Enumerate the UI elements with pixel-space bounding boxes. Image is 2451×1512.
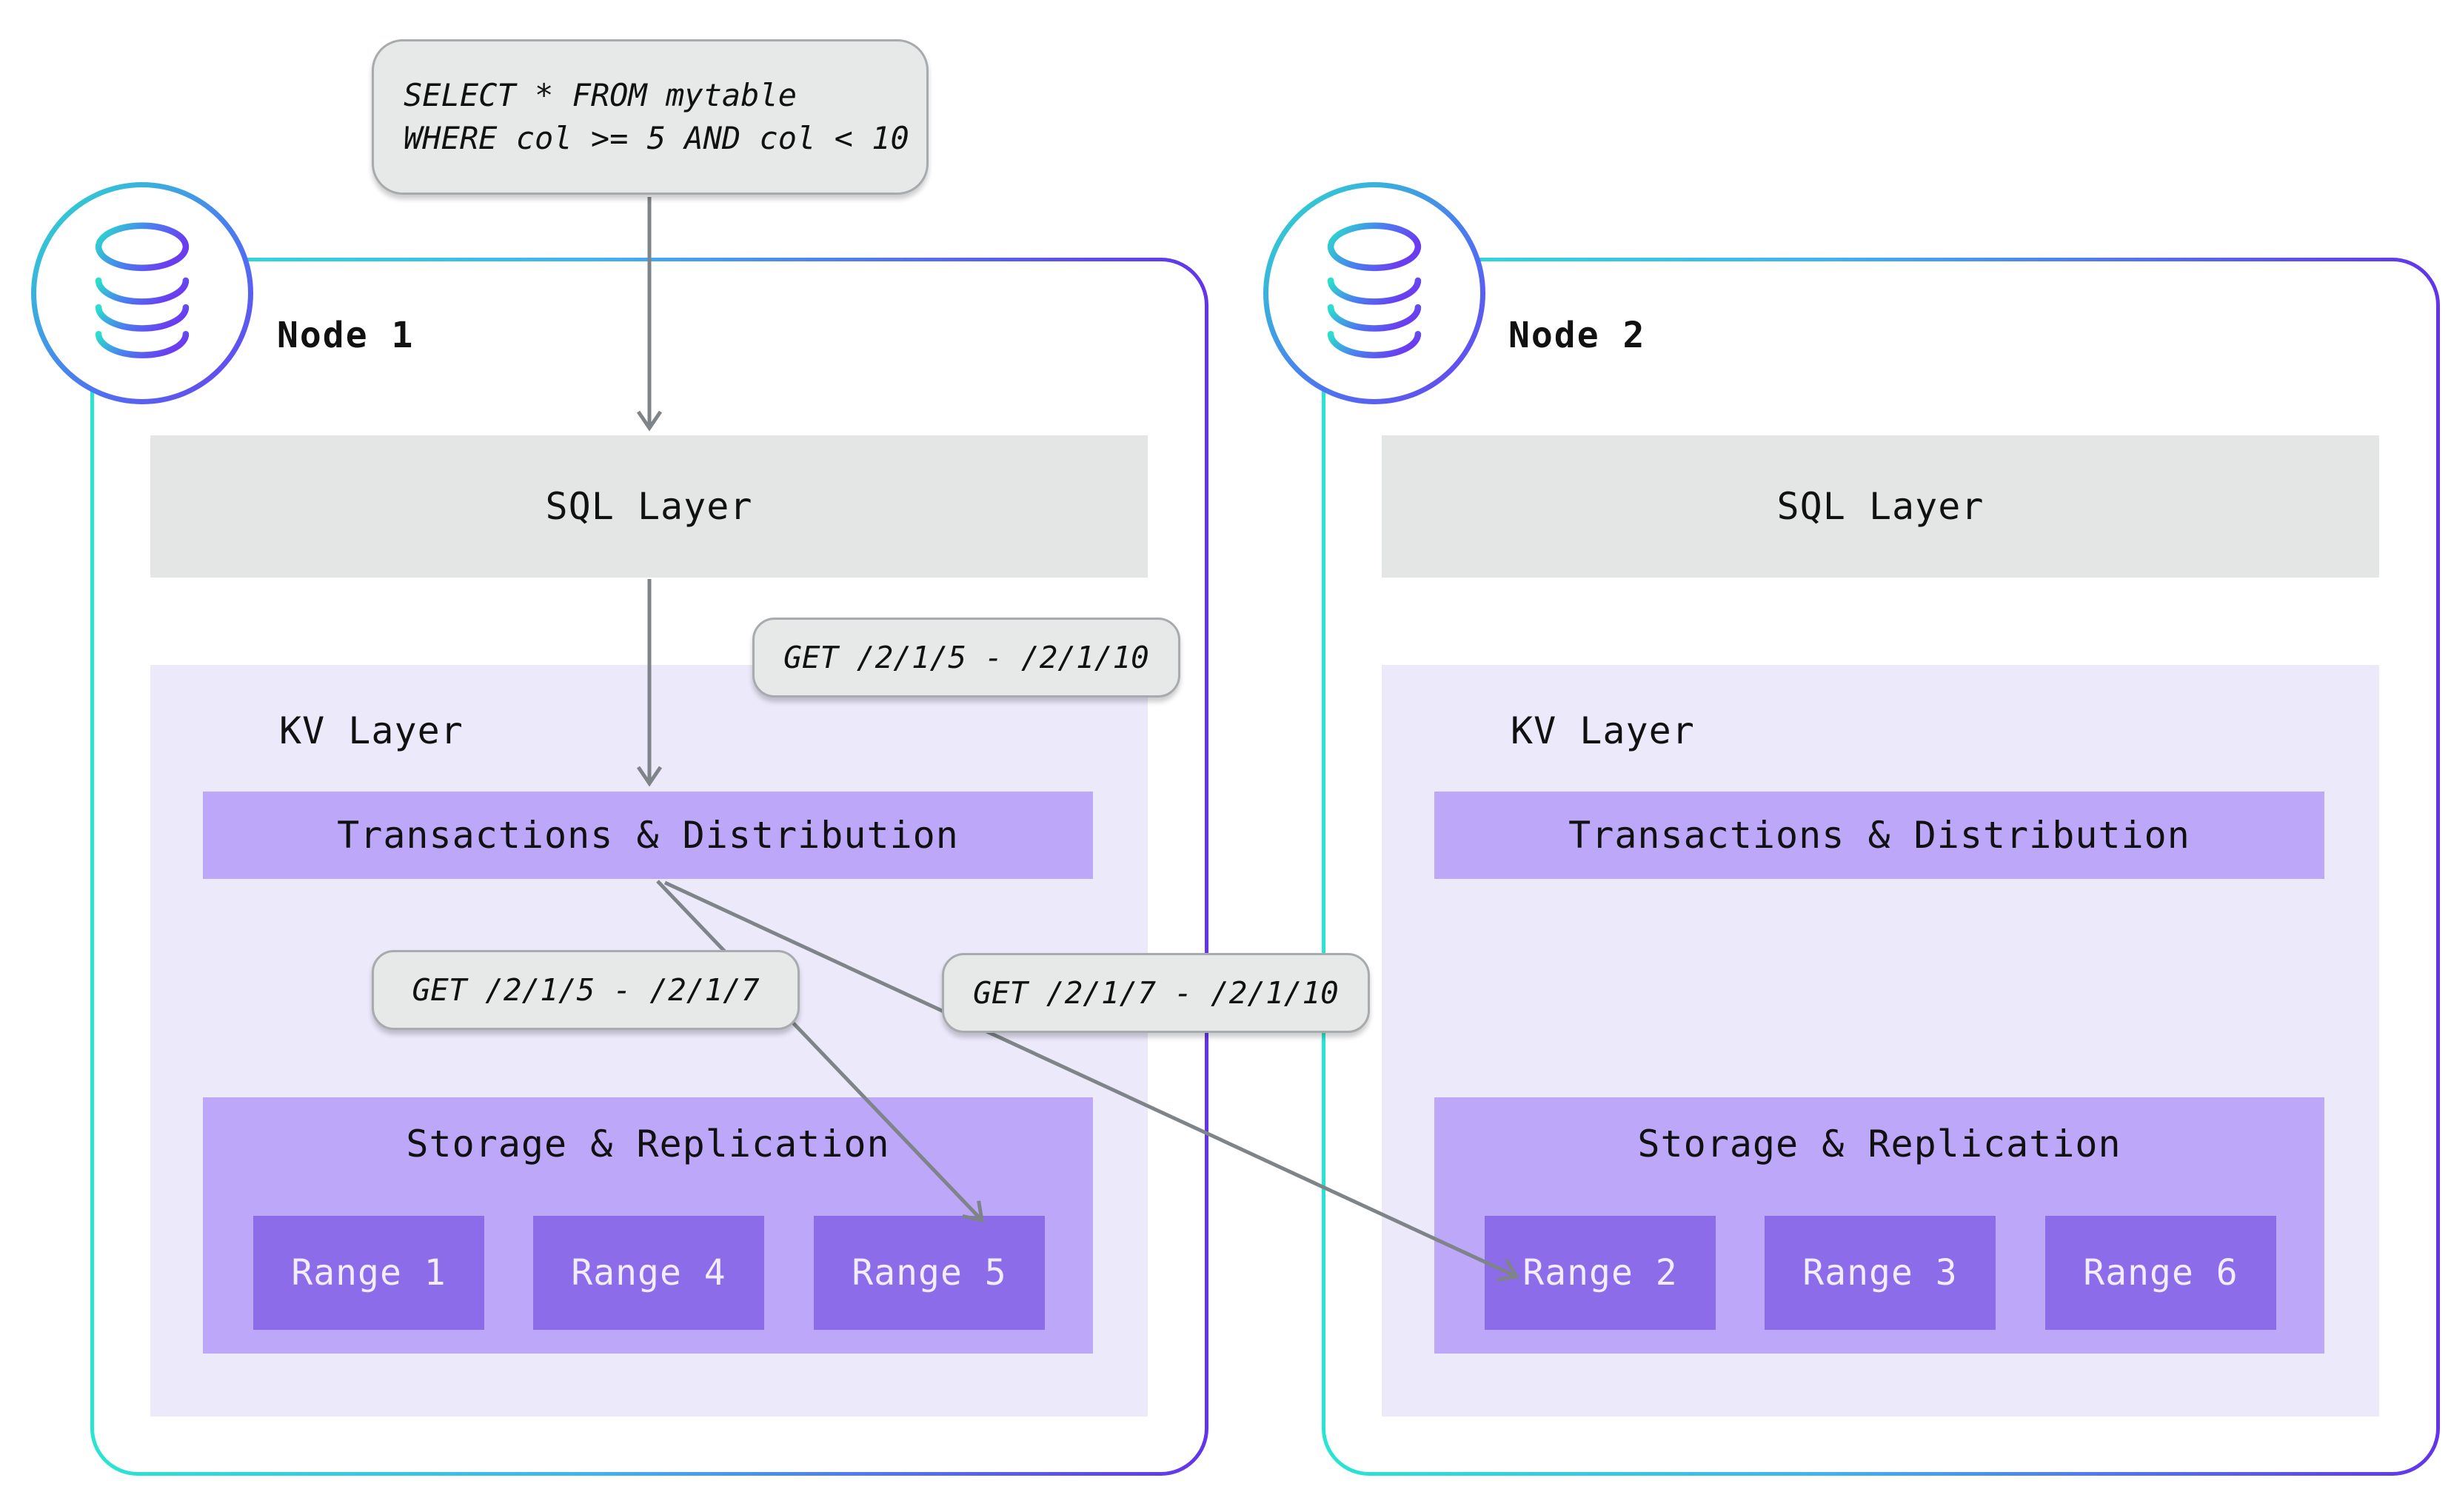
node-2-sql-layer: SQL Layer (1382, 435, 2379, 578)
node-1-sql-layer-label: SQL Layer (545, 485, 753, 528)
node-1-storage-label: Storage & Replication (406, 1123, 890, 1165)
node-2-transactions-distribution: Transactions & Distribution (1434, 792, 2324, 879)
range-5-box: Range 5 (814, 1216, 1045, 1330)
sql-query-line-2: WHERE col >= 5 AND col < 10 (404, 120, 909, 156)
range-1-box: Range 1 (253, 1216, 484, 1330)
get-range-label-local: GET /2/1/5 - /2/1/7 (372, 950, 800, 1030)
database-icon (95, 222, 190, 358)
node-1-container: Node 1 SQL Layer KV Layer Transactions &… (90, 258, 1208, 1476)
node-1-sql-layer: SQL Layer (150, 435, 1148, 578)
sql-query-line-1: SELECT * FROM mytable (404, 77, 798, 113)
node-1-transactions-label: Transactions & Distribution (337, 814, 959, 857)
node-2-database-badge-bg (1268, 187, 1480, 399)
database-icon (1327, 222, 1422, 358)
node-2-sql-layer-label: SQL Layer (1776, 485, 1984, 528)
node-2-database-badge (1263, 182, 1485, 404)
node-1-title: Node 1 (277, 315, 415, 356)
node-2-container: Node 2 SQL Layer KV Layer Transactions &… (1322, 258, 2440, 1476)
get-range-label-remote: GET /2/1/7 - /2/1/10 (942, 953, 1370, 1033)
node-2-body: Node 2 SQL Layer KV Layer Transactions &… (1325, 261, 2436, 1472)
range-3-box: Range 3 (1765, 1216, 1996, 1330)
node-2-title: Node 2 (1508, 315, 1646, 356)
range-2-box: Range 2 (1485, 1216, 1716, 1330)
sql-query-label: SELECT * FROM mytable WHERE col >= 5 AND… (372, 39, 929, 195)
node-1-kv-layer-label: KV Layer (279, 709, 464, 752)
range-6-box: Range 6 (2045, 1216, 2276, 1330)
node-1-transactions-distribution: Transactions & Distribution (203, 792, 1093, 879)
node-2-kv-layer-label: KV Layer (1511, 709, 1695, 752)
node-2-transactions-label: Transactions & Distribution (1568, 814, 2190, 857)
range-4-box: Range 4 (533, 1216, 764, 1330)
node-1-database-badge (31, 182, 253, 404)
node-1-body: Node 1 SQL Layer KV Layer Transactions &… (94, 261, 1205, 1472)
node-1-database-badge-bg (36, 187, 248, 399)
node-2-storage-label: Storage & Replication (1637, 1123, 2121, 1165)
get-range-label-full: GET /2/1/5 - /2/1/10 (752, 618, 1180, 698)
